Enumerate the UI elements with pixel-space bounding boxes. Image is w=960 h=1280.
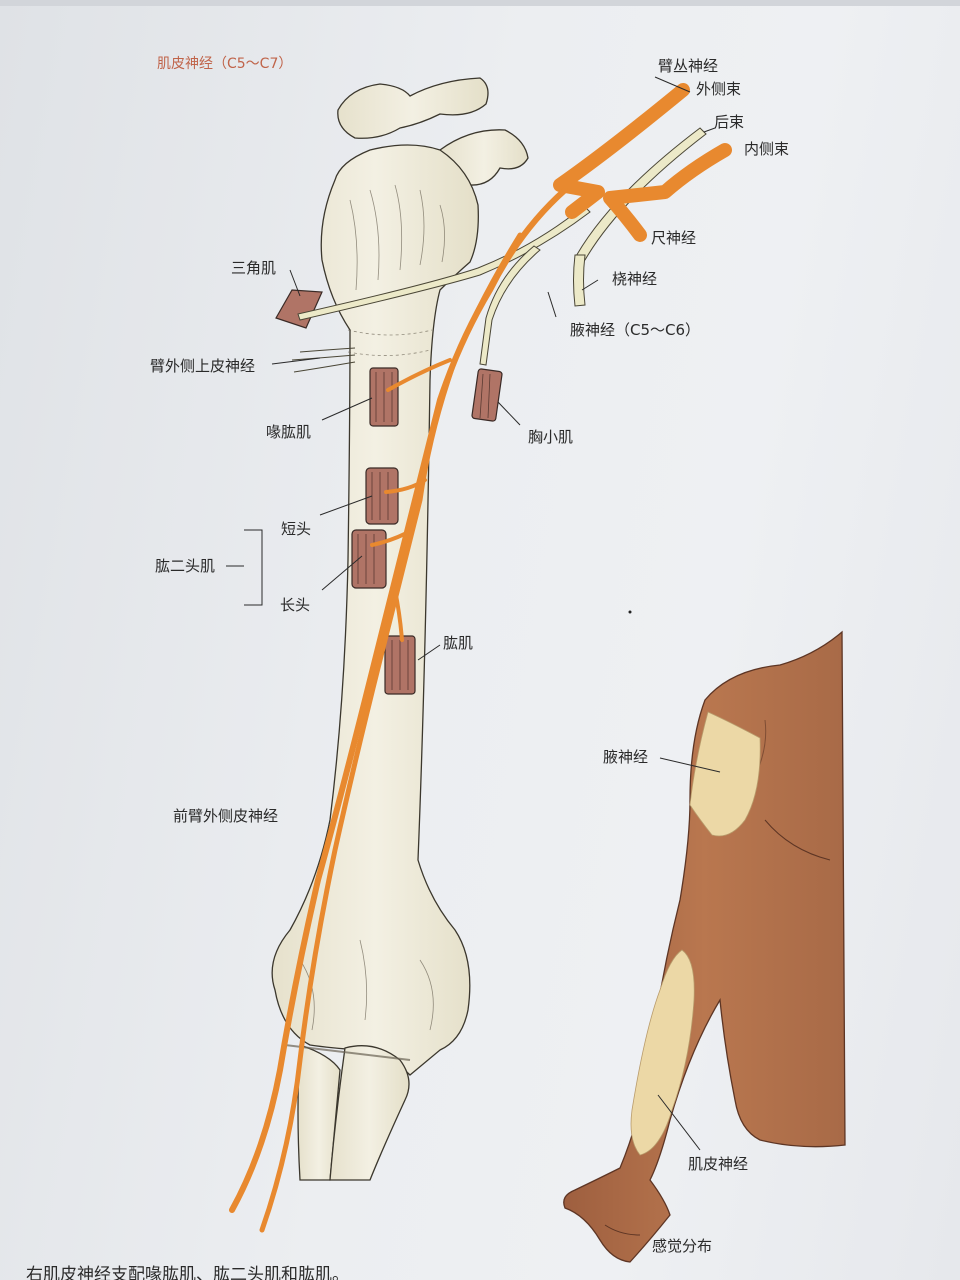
- musculocutaneous-nerve: [229, 83, 732, 1233]
- label-posterior-cord: 后束: [714, 113, 745, 131]
- label-medial-cord: 内侧束: [744, 140, 790, 158]
- nerve-trunk-medial: [259, 232, 523, 1233]
- musculocutaneous-sensory-area: [630, 949, 695, 1156]
- other-nerves: [297, 127, 707, 366]
- label-axillary-nerve: 腋神经（C5～C6）: [570, 321, 701, 339]
- label-lateral-antebrachial-cutaneous: 前臂外侧皮神经: [173, 807, 279, 825]
- label-deltoid: 三角肌: [231, 259, 277, 277]
- posterior-cord: [574, 127, 707, 261]
- sensory-areas: [630, 711, 761, 1156]
- label-biceps: 肱二头肌: [155, 557, 216, 575]
- label-radial-nerve: 桡神经: [612, 270, 658, 288]
- label-coracobrachialis: 喙肱肌: [266, 423, 312, 441]
- deltoid-stump: [275, 289, 323, 329]
- inset-label-sensory: 感觉分布: [652, 1237, 713, 1255]
- axillary-sensory-area: [689, 711, 761, 837]
- humerus-bone: [271, 77, 529, 1181]
- figure-caption: 右肌皮神经支配喙肱肌、肱二头肌和肱肌。: [26, 1265, 349, 1280]
- pectoral-branch: [479, 245, 541, 366]
- page-speck: [628, 610, 632, 614]
- label-long-head: 长头: [280, 596, 311, 614]
- inset-label-musculocutaneous: 肌皮神经: [688, 1155, 749, 1173]
- label-superior-lateral-cutaneous: 臂外侧上皮神经: [150, 357, 256, 375]
- lateral-cord: [553, 83, 690, 219]
- short-head-stump: [365, 467, 399, 525]
- leader-lines: [226, 76, 716, 661]
- medial-cord: [603, 143, 732, 242]
- radial-nerve: [573, 254, 586, 307]
- label-brachialis: 肱肌: [443, 634, 474, 652]
- bone-hatching: [284, 184, 445, 1061]
- figure-title: 肌皮神经（C5～C7）: [157, 56, 293, 72]
- page-edge: [0, 0, 960, 6]
- pectoralis-minor-stump: [471, 368, 503, 422]
- long-head-stump: [351, 529, 387, 589]
- cutaneous-branches: [291, 347, 356, 373]
- label-brachial-plexus: 臂丛神经: [658, 57, 719, 75]
- inset-label-axillary: 腋神经: [603, 748, 649, 766]
- label-ulnar-nerve: 尺神经: [651, 229, 697, 247]
- label-short-head: 短头: [281, 520, 312, 538]
- inset-leader-lines: [657, 757, 721, 1151]
- label-pectoralis-minor: 胸小肌: [528, 428, 574, 446]
- muscle-stumps: [275, 289, 503, 695]
- label-lateral-cord: 外侧束: [696, 80, 742, 98]
- muscle-fibers: [357, 372, 491, 690]
